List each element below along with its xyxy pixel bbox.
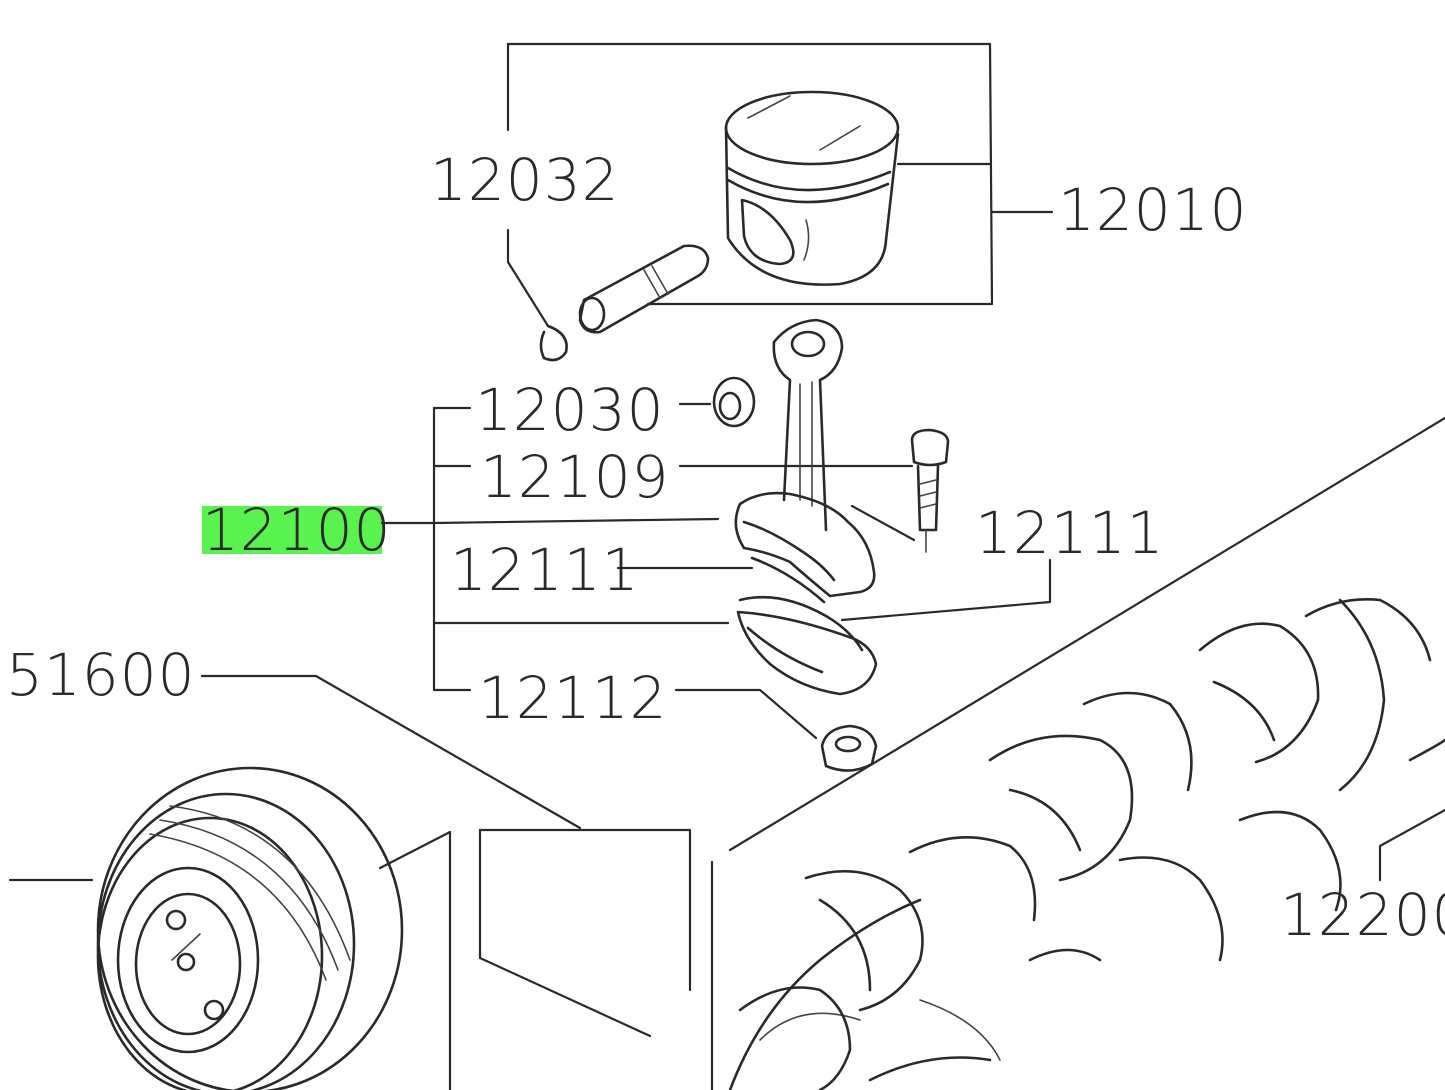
snap-ring: [539, 324, 568, 362]
callout-12200[interactable]: 12200: [1280, 881, 1445, 949]
callout-12030[interactable]: 12030: [475, 376, 665, 444]
rod-nut: [820, 724, 878, 772]
leader-lines: [8, 42, 1445, 1090]
callout-51600[interactable]: 51600: [6, 641, 196, 709]
highlight-12100: [202, 506, 382, 554]
bushing: [712, 376, 756, 428]
piston: [724, 90, 900, 286]
crank-pulley: [96, 766, 404, 1090]
callout-12111-right[interactable]: 12111: [975, 499, 1165, 567]
rod-bolt: [850, 428, 950, 553]
crankshaft: [728, 598, 1445, 1090]
piston-pin: [578, 244, 710, 334]
callout-12112[interactable]: 12112: [478, 664, 668, 732]
callout-12010[interactable]: 12010: [1058, 176, 1248, 244]
callout-12109[interactable]: 12109: [480, 443, 670, 511]
callout-12100[interactable]: 12100: [202, 496, 392, 564]
callout-12032[interactable]: 12032: [430, 146, 620, 214]
callout-12111-left[interactable]: 12111: [450, 536, 640, 604]
connecting-rod: [734, 318, 878, 696]
